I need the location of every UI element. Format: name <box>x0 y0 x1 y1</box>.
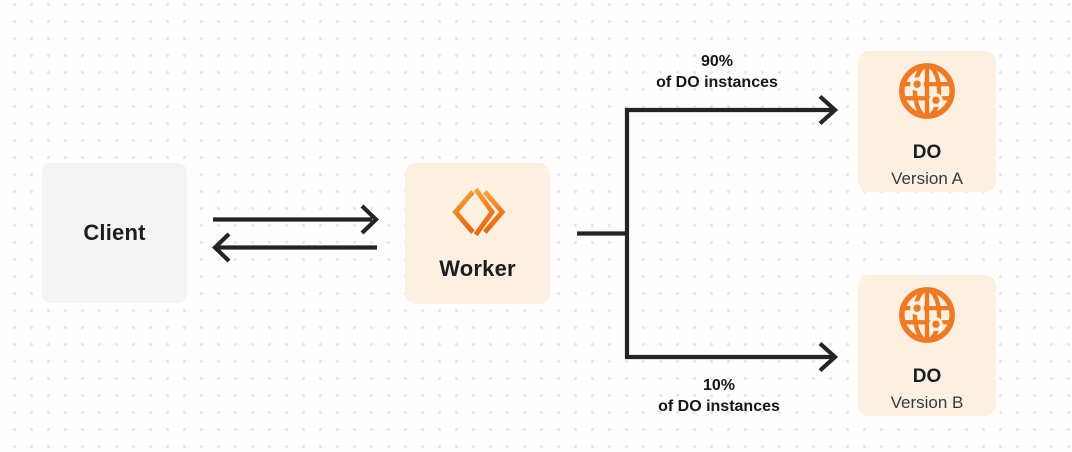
branch-top-caption: of DO instances <box>656 74 778 91</box>
branch-bottom-label: 10% of DO instances <box>589 375 849 417</box>
durable-object-globe-icon <box>899 63 955 119</box>
branch-bottom-percent: 10% <box>702 377 736 394</box>
globe-dot-icon <box>910 77 924 91</box>
do-version-b-node: DO Version B <box>858 275 996 416</box>
worker-node: Worker <box>405 163 550 304</box>
globe-dot-icon <box>910 301 924 315</box>
branch-top-label: 90% of DO instances <box>587 51 847 93</box>
worker-to-client-arrowhead-icon <box>211 232 231 263</box>
branch-top-percent: 90% <box>700 53 734 70</box>
do-b-title: DO <box>912 366 942 387</box>
do-a-title: DO <box>912 142 942 163</box>
globe-dot-icon <box>929 93 943 108</box>
client-node: Client <box>42 163 187 303</box>
client-label: Client <box>83 220 146 245</box>
client-to-worker-arrowhead-icon <box>360 204 380 235</box>
worker-label: Worker <box>439 256 516 281</box>
globe-dot-icon <box>929 317 943 332</box>
cloudflare-workers-icon <box>452 187 506 237</box>
durable-object-globe-icon <box>899 287 955 343</box>
do-a-subtitle: Version A <box>891 169 963 188</box>
branch-top-arrowhead-icon <box>818 94 839 126</box>
do-version-a-node: DO Version A <box>858 51 996 192</box>
do-b-subtitle: Version B <box>890 393 964 412</box>
branch-bottom-arrowhead-icon <box>818 341 839 373</box>
branch-trunk-line <box>624 107 832 360</box>
branch-bottom-caption: of DO instances <box>658 398 780 415</box>
